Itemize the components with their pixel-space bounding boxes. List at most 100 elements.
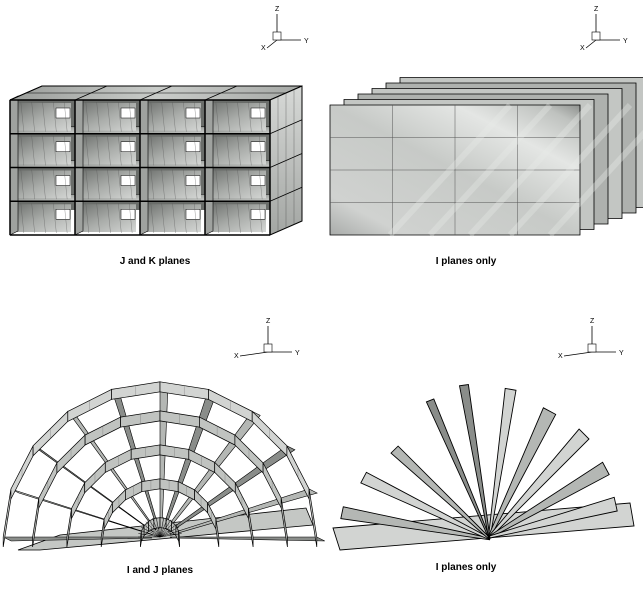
mesh-line [183,135,187,166]
hub-line [159,523,178,538]
cell-window [120,141,136,152]
mesh-line [118,101,122,132]
mesh-line [161,135,165,166]
mesh-line [183,169,187,200]
x-axis-line [266,39,278,49]
mesh-line [96,169,100,200]
caption-panel-4: I planes only [435,562,497,573]
mesh-line [215,203,219,234]
mesh-line [42,169,46,200]
hub-line [140,526,161,538]
mesh-line [31,169,35,200]
mesh-line [183,203,187,234]
hub-line [159,533,182,538]
mesh-line [172,169,176,200]
mesh-line [20,203,24,234]
mesh-line [53,169,57,200]
mesh-line [194,135,198,166]
mesh-line [150,203,154,234]
cell-window [120,175,136,186]
shading-band [427,102,553,238]
triad-cube [272,31,282,41]
cell-window [250,209,266,220]
mesh-line [194,101,198,132]
hub-line [138,533,161,538]
mesh-line [107,135,111,166]
wall-plane [204,95,214,236]
hub-line [159,517,165,538]
x-axis-label: X [580,45,585,52]
cell-window [250,141,266,152]
mesh-line [96,135,100,166]
axis-triad: ZYX [580,6,628,52]
shelf-surfaces [9,101,287,234]
hub-line [159,529,181,538]
x-axis-line [563,351,593,357]
mesh-line [172,203,176,234]
mesh-line [150,135,154,166]
triad-cube [587,343,597,353]
mesh-line [42,203,46,234]
mesh-line [85,135,89,166]
mesh-line [107,101,111,132]
mesh-line [96,101,100,132]
mesh-line [237,135,241,166]
mesh-line [226,101,230,132]
mesh-line [161,203,165,234]
hub-line [152,518,161,538]
mesh-line [118,203,122,234]
mesh-line [20,135,24,166]
hub-line [159,519,172,538]
hub-line [148,519,161,538]
x-axis-label: X [261,45,266,52]
hub-line [155,517,161,538]
mesh-line [85,203,89,234]
mesh-line [237,169,241,200]
wall-plane [74,95,84,236]
z-axis-label: Z [266,318,271,325]
cell-window [250,107,266,119]
cell-window [120,107,136,119]
mesh-line [248,203,252,234]
mesh-line [237,101,241,132]
cell-window [55,209,71,220]
wall-plane [139,95,149,236]
mesh-line [20,101,24,132]
x-axis-label: X [558,353,563,360]
x-axis-line [585,39,597,49]
hub-line [159,518,168,538]
mesh-line [53,203,57,234]
mesh-line [64,203,68,234]
front-frame [9,99,271,236]
mesh-line [226,135,230,166]
cell-window [120,209,136,220]
hub-line [139,529,161,538]
panel-j-and-k-planes [9,85,303,236]
y-axis-label: Y [619,350,624,357]
cell-window [55,141,71,152]
triad-cube [591,31,601,41]
mesh-line [237,203,241,234]
panel-i-planes-fan [332,383,635,551]
caption-panel-2: I planes only [435,256,497,267]
mesh-line [150,101,154,132]
mesh-line [42,101,46,132]
wall-plane [9,95,19,236]
hub-line [159,526,180,538]
shading-band [387,102,513,238]
mesh-line [129,203,133,234]
y-axis-label: Y [304,38,309,45]
mesh-line [96,203,100,234]
radial-j-plane [169,536,325,542]
mesh-line [215,101,219,132]
mesh-line [226,169,230,200]
mesh-line [215,169,219,200]
mesh-line [248,169,252,200]
cell-window [185,209,201,220]
z-axis-label: Z [594,6,599,13]
mesh-line [85,169,89,200]
z-axis-label: Z [275,6,280,13]
z-axis-label: Z [590,318,595,325]
